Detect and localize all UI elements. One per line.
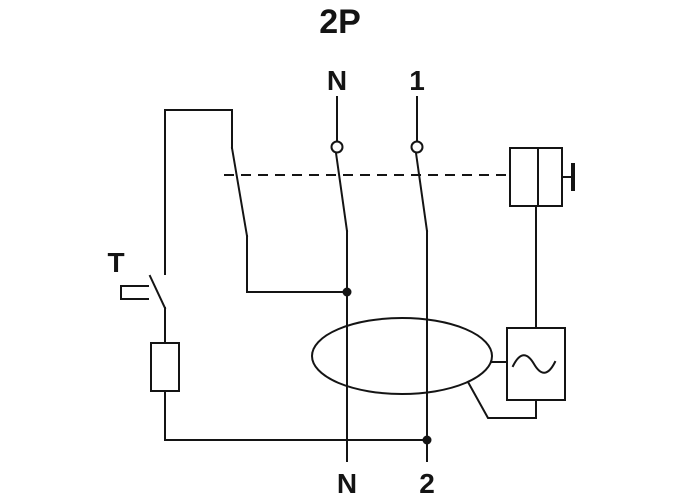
toroid-current-transformer bbox=[311, 317, 493, 395]
trip-relay bbox=[466, 327, 566, 419]
mechanism-box bbox=[509, 147, 563, 207]
test-button-label: T bbox=[107, 247, 124, 278]
test-push-button bbox=[120, 274, 167, 310]
terminal-label-top-line: 1 bbox=[409, 65, 425, 96]
trip-relay-box bbox=[506, 327, 566, 401]
toroid-secondary-wire-b bbox=[466, 380, 537, 419]
terminal-label-bottom-line: 2 bbox=[419, 468, 435, 499]
trip-mechanism bbox=[224, 147, 575, 329]
neutral-switch-blade bbox=[334, 151, 349, 233]
push-button-blade bbox=[148, 274, 167, 310]
test-resistor bbox=[150, 342, 180, 392]
pole-neutral bbox=[330, 96, 352, 462]
line-switch-blade bbox=[414, 151, 429, 233]
terminal-label-top-neutral: N bbox=[327, 65, 347, 96]
test-circuit: T bbox=[107, 109, 428, 441]
toroid-core-ellipse bbox=[311, 317, 493, 395]
line-contact-terminal-circle bbox=[410, 140, 424, 154]
neutral-contact-terminal-circle bbox=[330, 140, 344, 154]
terminal-label-bottom-neutral: N bbox=[337, 468, 357, 499]
diagram-title: 2P bbox=[319, 3, 361, 41]
test-switch-blade bbox=[230, 146, 249, 238]
pole-line bbox=[410, 96, 432, 462]
sine-wave-icon bbox=[511, 354, 557, 374]
